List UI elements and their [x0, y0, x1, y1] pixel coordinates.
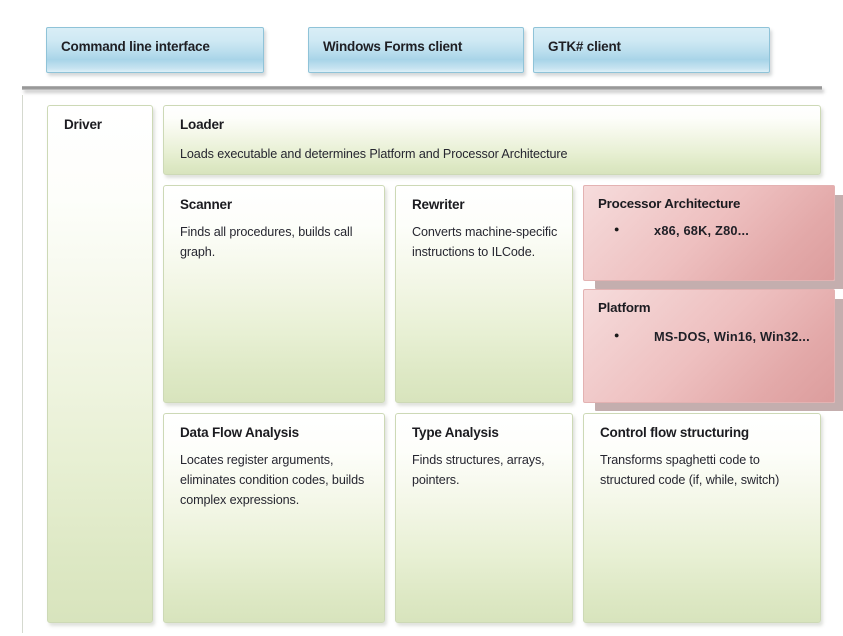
core-layer-frame: Driver Loader Loads executable and deter… [22, 95, 835, 633]
client-box-windows-forms-client[interactable]: Windows Forms client [308, 27, 524, 73]
data-flow-analysis-title: Data Flow Analysis [180, 425, 299, 440]
driver-box[interactable]: Driver [47, 105, 153, 623]
client-box-gtk-sharp-client[interactable]: GTK# client [533, 27, 770, 73]
scanner-body: Finds all procedures, builds call graph. [180, 225, 353, 259]
control-flow-structuring-body: Transforms spaghetti code to structured … [600, 453, 780, 487]
platform-list: MS-DOS, Win16, Win32... [614, 325, 810, 347]
client-label: Windows Forms client [323, 39, 463, 54]
loader-box[interactable]: Loader Loads executable and determines P… [163, 105, 821, 175]
driver-title: Driver [64, 117, 102, 132]
data-flow-analysis-body: Locates register arguments, eliminates c… [180, 453, 365, 507]
processor-architecture-title: Processor Architecture [598, 196, 741, 211]
client-layer: Command line interface Windows Forms cli… [0, 0, 843, 80]
list-item: x86, 68K, Z80... [614, 219, 749, 241]
scanner-title: Scanner [180, 197, 232, 212]
processor-architecture-list: x86, 68K, Z80... [614, 219, 749, 241]
layer-separator-bar [22, 86, 822, 90]
type-analysis-title: Type Analysis [412, 425, 499, 440]
platform-box[interactable]: Platform MS-DOS, Win16, Win32... [583, 289, 835, 403]
rewriter-title: Rewriter [412, 197, 465, 212]
client-label: Command line interface [61, 39, 210, 54]
client-label: GTK# client [548, 39, 621, 54]
rewriter-box[interactable]: Rewriter Converts machine-specific instr… [395, 185, 573, 403]
loader-body: Loads executable and determines Platform… [180, 147, 568, 161]
control-flow-structuring-title: Control flow structuring [600, 425, 749, 440]
client-box-command-line-interface[interactable]: Command line interface [46, 27, 264, 73]
control-flow-structuring-box[interactable]: Control flow structuring Transforms spag… [583, 413, 821, 623]
type-analysis-box[interactable]: Type Analysis Finds structures, arrays, … [395, 413, 573, 623]
platform-title: Platform [598, 300, 651, 315]
processor-architecture-box[interactable]: Processor Architecture x86, 68K, Z80... [583, 185, 835, 281]
list-item: MS-DOS, Win16, Win32... [614, 325, 810, 347]
rewriter-body: Converts machine-specific instructions t… [412, 225, 558, 259]
data-flow-analysis-box[interactable]: Data Flow Analysis Locates register argu… [163, 413, 385, 623]
scanner-box[interactable]: Scanner Finds all procedures, builds cal… [163, 185, 385, 403]
loader-title: Loader [180, 117, 224, 132]
type-analysis-body: Finds structures, arrays, pointers. [412, 453, 545, 487]
